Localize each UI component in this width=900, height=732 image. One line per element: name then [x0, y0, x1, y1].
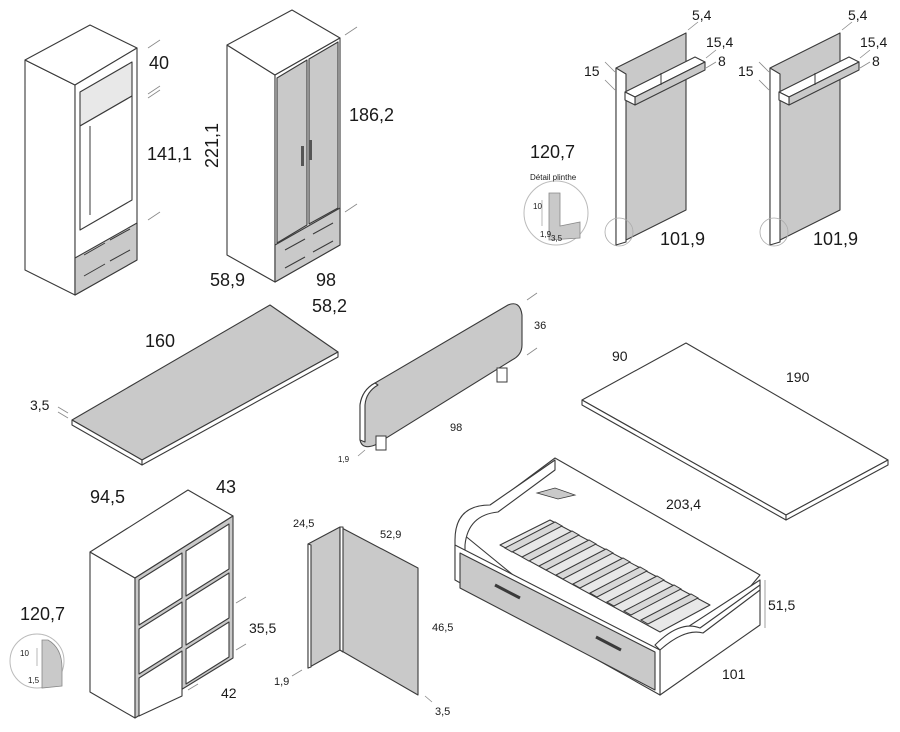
- mattress-board: [581, 342, 889, 521]
- detail-1-c: 3,5: [551, 234, 563, 243]
- detail-1-a: 10: [533, 202, 542, 211]
- dim-bed-length: 203,4: [666, 496, 702, 512]
- dim-wardrobe-secondary: 58,2: [312, 296, 348, 316]
- dim-panel-height: 120,7: [530, 142, 576, 162]
- dim-wardrobe-door-height: 186,2: [349, 105, 395, 125]
- dim-wardrobe-height: 221,1: [202, 122, 222, 168]
- dim-privacy-height: 36: [534, 320, 547, 332]
- dim-panel2-d: 15: [738, 63, 754, 79]
- dim-open-wardrobe-height: 141,1: [147, 144, 193, 164]
- dim-panel1-b: 15,4: [706, 34, 734, 50]
- dim-mattress-length: 190: [786, 369, 810, 385]
- baseboard-detail-2: [9, 633, 65, 689]
- wall-panel-shelf-2: [758, 21, 871, 247]
- detail-1-b: 1,9: [540, 230, 552, 239]
- dim-bookcase-cube: 35,5: [249, 620, 277, 636]
- privacy-panel: [357, 292, 538, 457]
- trundle-bed: [454, 457, 766, 696]
- baseboard-detail-1: [523, 180, 589, 246]
- dim-panel2-a: 5,4: [848, 7, 868, 23]
- dim-bookcase-base: 42: [221, 685, 237, 701]
- dim-panel1-d: 15: [584, 63, 600, 79]
- cube-bookcase: [89, 489, 247, 719]
- dim-open-wardrobe-top: 40: [149, 53, 170, 73]
- dim-bookcase-height: 120,7: [20, 604, 66, 624]
- dim-bookcase-depth: 43: [216, 477, 237, 497]
- dim-privacy-thickness: 1,9: [338, 455, 350, 464]
- desk-top: [57, 304, 339, 466]
- dim-privacy-width: 98: [450, 422, 463, 434]
- dim-panel1-width: 101,9: [660, 229, 706, 249]
- dim-corner-b: 52,9: [380, 529, 402, 541]
- dim-desk-length: 160: [145, 331, 176, 351]
- dim-panel2-width: 101,9: [813, 229, 859, 249]
- dim-panel1-a: 5,4: [692, 7, 712, 23]
- dim-bed-width: 101: [722, 666, 746, 682]
- open-wardrobe: [24, 24, 161, 296]
- wall-panel-shelf-1: [604, 21, 717, 247]
- dim-panel2-b: 15,4: [860, 34, 888, 50]
- dim-corner-height: 46,5: [432, 622, 454, 634]
- detail-title: Détail plinthe: [530, 173, 577, 182]
- corner-panel: [291, 526, 433, 703]
- two-door-wardrobe: [226, 9, 358, 283]
- dim-bed-height: 51,5: [768, 597, 796, 613]
- dim-corner-base: 3,5: [435, 706, 451, 718]
- dim-wardrobe-width: 98: [316, 270, 337, 290]
- detail-2-b: 1,5: [28, 676, 40, 685]
- detail-2-a: 10: [20, 649, 29, 658]
- dim-desk-thickness: 3,5: [30, 397, 50, 413]
- dim-corner-thickness: 1,9: [274, 676, 290, 688]
- dim-mattress-width: 90: [612, 348, 628, 364]
- dim-corner-a: 24,5: [293, 518, 315, 530]
- dim-panel1-c: 8: [718, 53, 726, 69]
- dim-bookcase-width: 94,5: [90, 487, 126, 507]
- dim-panel2-c: 8: [872, 53, 880, 69]
- dim-wardrobe-depth: 58,9: [210, 270, 246, 290]
